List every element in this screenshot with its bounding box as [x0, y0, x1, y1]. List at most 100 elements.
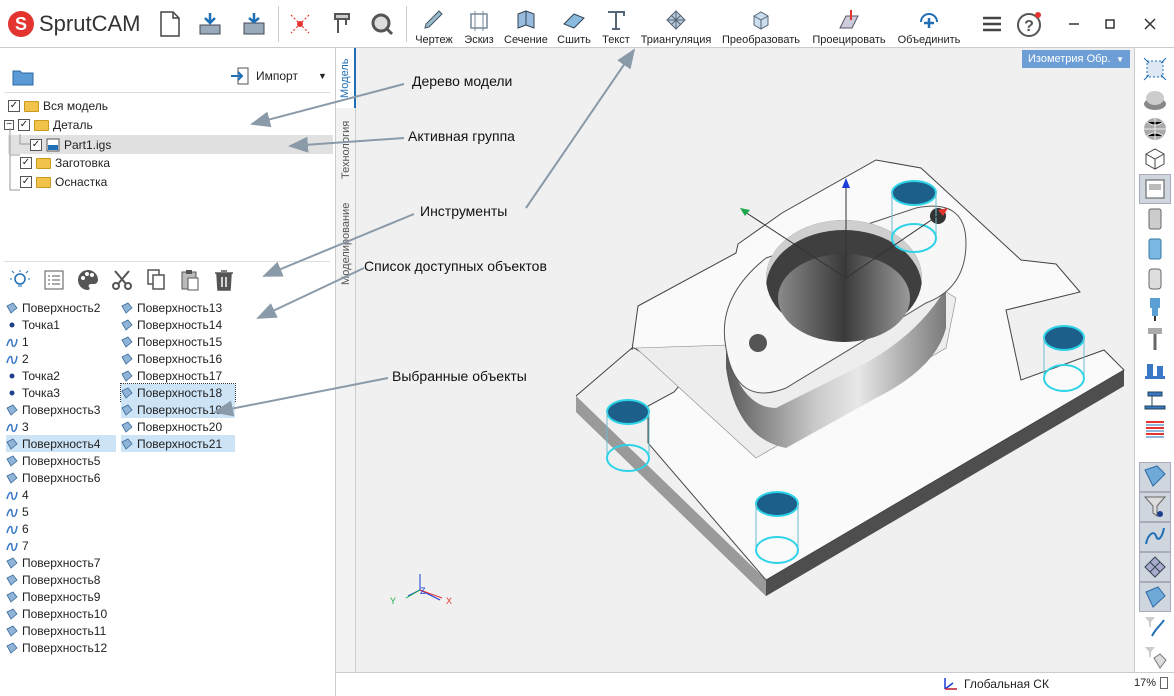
scissors-icon[interactable]: [110, 268, 134, 295]
object-list-item[interactable]: 1: [6, 333, 33, 350]
filter-sketch-button[interactable]: [1139, 612, 1171, 642]
object-list-item[interactable]: Поверхность14: [121, 316, 226, 333]
lightbulb-icon[interactable]: [8, 268, 32, 295]
object-list-item[interactable]: Поверхность9: [6, 588, 104, 605]
object-list-item[interactable]: Поверхность2: [6, 299, 104, 316]
tab-model[interactable]: Модель: [336, 48, 356, 108]
filter-points-button[interactable]: [1139, 492, 1171, 522]
tool-sew-button[interactable]: Сшить: [554, 4, 594, 46]
tool-transform-button[interactable]: Преобразовать: [718, 4, 804, 46]
object-list-item[interactable]: Поверхность12: [6, 639, 111, 656]
clamp-button[interactable]: [1139, 384, 1171, 414]
object-list-item[interactable]: Поверхность18: [120, 383, 236, 402]
object-list-item[interactable]: 3: [6, 418, 33, 435]
object-list-item[interactable]: Поверхность7: [6, 554, 104, 571]
object-list-item[interactable]: Поверхность13: [121, 299, 226, 316]
measure-button[interactable]: [326, 8, 358, 40]
layers-button[interactable]: [1139, 414, 1171, 444]
tree-item-all-model[interactable]: ✓ Вся модель: [8, 99, 109, 113]
minimize-button[interactable]: [1058, 8, 1090, 40]
checkbox-checked-icon[interactable]: ✓: [20, 157, 32, 169]
folder-button[interactable]: [12, 68, 34, 89]
tab-technology[interactable]: Технология: [340, 120, 352, 180]
object-list-item[interactable]: 6: [6, 520, 33, 537]
tool-triangulation-button[interactable]: Триангуляция: [638, 4, 714, 46]
object-list-item[interactable]: Точка1: [6, 316, 64, 333]
close-button[interactable]: [1134, 8, 1166, 40]
fixture-button[interactable]: [1139, 354, 1171, 384]
tool-drill-button[interactable]: [1139, 324, 1171, 354]
open-file-button[interactable]: [194, 8, 226, 40]
new-file-button[interactable]: [154, 8, 186, 40]
tool-cylinder-button[interactable]: [1139, 264, 1171, 294]
shaded-view-button[interactable]: [1139, 84, 1171, 114]
object-list-item[interactable]: Поверхность21: [121, 435, 235, 452]
mesh-view-button[interactable]: [1139, 114, 1171, 144]
object-list-item[interactable]: 7: [6, 537, 33, 554]
import-button[interactable]: Импорт ▼: [230, 64, 327, 88]
copy-icon[interactable]: [144, 268, 168, 295]
object-list-item[interactable]: Поверхность15: [121, 333, 226, 350]
inspect-button[interactable]: [366, 8, 398, 40]
object-list-item[interactable]: Поверхность4: [6, 435, 116, 452]
object-list-item[interactable]: Поверхность10: [6, 605, 111, 622]
open-file-icon: [199, 13, 221, 35]
tab-modeling[interactable]: Моделирование: [340, 202, 352, 286]
filter-point-icon: [1143, 496, 1167, 517]
filter-other-button[interactable]: [1139, 642, 1171, 672]
object-list-item[interactable]: Поверхность20: [121, 418, 226, 435]
object-list-item[interactable]: Поверхность17: [121, 367, 226, 384]
paste-icon[interactable]: [178, 268, 202, 295]
object-list-item[interactable]: Поверхность6: [6, 469, 104, 486]
object-list-item[interactable]: Поверхность19: [121, 401, 235, 418]
object-list-item[interactable]: Точка2: [6, 367, 64, 384]
filter-solids-button[interactable]: [1139, 582, 1171, 612]
menu-button[interactable]: [976, 8, 1008, 40]
view-dropdown[interactable]: Изометрия Обр. ▼: [1022, 50, 1130, 68]
tool-holder-button[interactable]: [1139, 204, 1171, 234]
filter-curves-button[interactable]: [1139, 522, 1171, 552]
tool-text-button[interactable]: Текст: [598, 4, 634, 46]
tool-spindle-button[interactable]: [1139, 294, 1171, 324]
coordinate-system[interactable]: Глобальная СК: [942, 676, 1049, 692]
tool-mill-button[interactable]: [1139, 234, 1171, 264]
filter-surfaces-button[interactable]: [1139, 462, 1171, 492]
save-file-button[interactable]: [238, 8, 270, 40]
object-list-item[interactable]: 4: [6, 486, 33, 503]
checkbox-checked-icon[interactable]: ✓: [20, 176, 32, 188]
object-list-item[interactable]: Поверхность5: [6, 452, 104, 469]
surface-icon: [121, 369, 133, 382]
tool-section-button[interactable]: Сечение: [502, 4, 550, 46]
object-list-item[interactable]: Поверхность3: [6, 401, 104, 418]
trash-icon[interactable]: [212, 268, 236, 295]
object-list-item[interactable]: Поверхность11: [6, 622, 110, 639]
checkbox-checked-icon[interactable]: ✓: [30, 139, 42, 151]
checkbox-checked-icon[interactable]: ✓: [18, 119, 30, 131]
help-button[interactable]: ?: [1014, 8, 1046, 40]
wireframe-view-button[interactable]: [1139, 144, 1171, 174]
object-list-item[interactable]: 2: [6, 350, 33, 367]
tree-item-workpiece[interactable]: ✓ Заготовка: [20, 156, 111, 170]
zoom-fit-button[interactable]: [1139, 54, 1171, 84]
tool-drawing-button[interactable]: Чертеж: [412, 4, 456, 46]
tool-union-button[interactable]: Объединить: [894, 4, 964, 46]
tree-item-fixture[interactable]: ✓ Оснастка: [20, 175, 108, 189]
chevron-down-icon[interactable]: ▼: [317, 71, 327, 81]
3d-viewport[interactable]: Z X Y: [356, 48, 1134, 672]
object-list-item[interactable]: 5: [6, 503, 33, 520]
palette-icon[interactable]: [76, 268, 100, 295]
object-list-item[interactable]: Поверхность8: [6, 571, 104, 588]
tree-item-part[interactable]: − ✓ Деталь: [4, 116, 93, 134]
object-list-item[interactable]: Поверхность16: [121, 350, 226, 367]
checkbox-checked-icon[interactable]: ✓: [8, 100, 20, 112]
select-mode-button[interactable]: [1139, 174, 1171, 204]
object-list-item[interactable]: Точка3: [6, 384, 64, 401]
filter-mesh-button[interactable]: [1139, 552, 1171, 582]
tool-project-button[interactable]: Проецировать: [808, 4, 890, 46]
snap-button[interactable]: [284, 8, 316, 40]
tool-sketch-button[interactable]: Эскиз: [460, 4, 498, 46]
properties-list-icon[interactable]: [42, 268, 66, 295]
tree-item-part1-igs[interactable]: ✓ Part1.igs: [30, 138, 112, 152]
collapse-minus-icon[interactable]: −: [4, 120, 14, 130]
maximize-button[interactable]: [1094, 8, 1126, 40]
